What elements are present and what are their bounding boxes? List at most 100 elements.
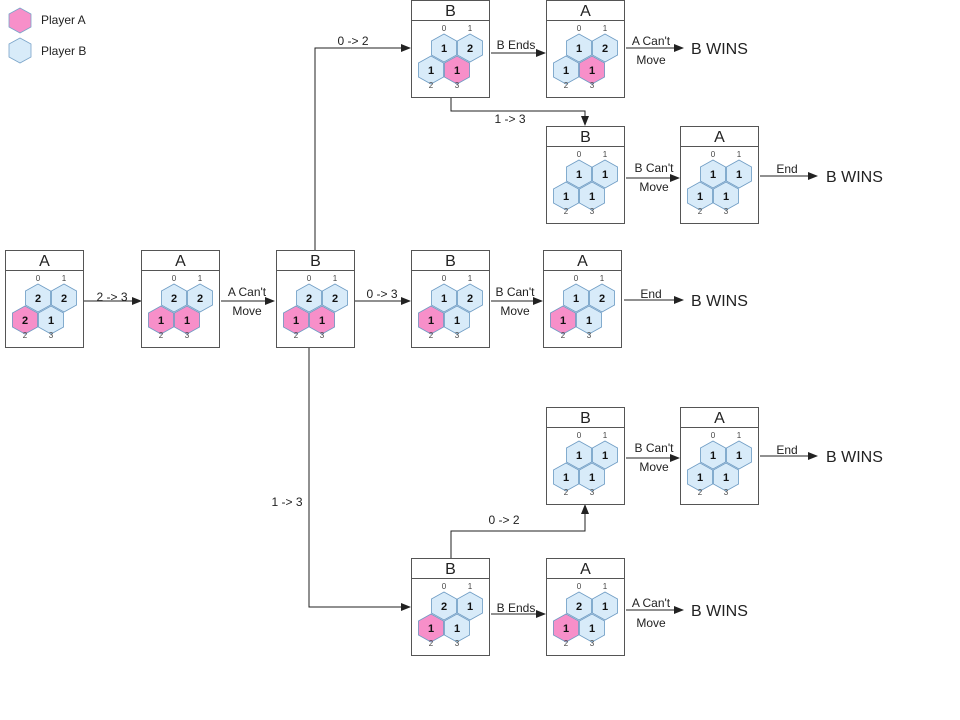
board-turn-title: B	[580, 129, 591, 146]
cell-index-label: 3	[590, 81, 595, 90]
board-turn-title: A	[39, 253, 50, 270]
hex-cell-value: 2	[22, 315, 28, 327]
hex-cell-value: 1	[589, 623, 595, 635]
cell-index-label: 1	[737, 150, 742, 159]
hex-cell-1-player-b	[456, 283, 484, 313]
edge-label-b-cant-upper-line2: Move	[639, 180, 669, 194]
result-b-wins-3: B WINS	[691, 293, 748, 310]
hex-cell-3-player-b	[713, 181, 739, 211]
cell-index-label: 0	[577, 431, 582, 440]
hex-cell-1-player-b	[592, 591, 618, 621]
hex-cell-value: 1	[428, 315, 434, 327]
hex-cell-0-player-b	[566, 440, 592, 470]
hex-cell-2-player-b	[417, 55, 445, 85]
result-b-wins-2: B WINS	[826, 169, 883, 186]
hex-cell-2-player-a	[11, 305, 38, 335]
edge-label-a-cant-line2: Move	[232, 304, 262, 318]
cell-index-label: 1	[198, 274, 203, 283]
hex-cell-value: 1	[710, 450, 716, 462]
edge-label-b-ends-top: B Ends	[497, 38, 536, 52]
hex-cell-2-player-a	[282, 305, 310, 335]
result-b-wins-4: B WINS	[826, 449, 883, 466]
edge-b3-b4	[314, 44, 411, 250]
hex-cell-value: 2	[602, 43, 608, 55]
cell-index-label: 1	[600, 274, 605, 283]
player-b-swatch-hex	[8, 37, 32, 64]
edge-label-move-0-2: 0 -> 2	[337, 34, 368, 48]
hex-cell-value: 2	[197, 293, 203, 305]
hex-cell-value: 1	[441, 293, 447, 305]
cell-index-label: 1	[468, 582, 473, 591]
edge-label-end-middle: End	[640, 287, 661, 301]
hex-cell-value: 1	[454, 65, 460, 77]
hex-cell-value: 1	[428, 623, 434, 635]
hex-cell-3-player-a	[579, 55, 605, 85]
hex-cell-value: 2	[599, 293, 605, 305]
cell-index-label: 3	[590, 207, 595, 216]
cell-index-label: 2	[23, 331, 28, 340]
cell-index-label: 1	[62, 274, 67, 283]
hex-cell-0-player-b	[566, 591, 592, 621]
hex-cell-value: 1	[586, 315, 592, 327]
hex-cell-2-player-a	[550, 305, 576, 335]
edge-b3-b12	[308, 348, 411, 611]
edge-label-a-cant-top-line1: A Can't	[632, 34, 671, 48]
hex-cell-2-player-a	[417, 613, 445, 643]
result-b-wins-1: B WINS	[691, 41, 748, 58]
hex-cell-1-player-b	[592, 159, 618, 189]
hex-cell-0-player-b	[430, 283, 458, 313]
hex-cell-value: 1	[576, 43, 582, 55]
hex-cell-value: 1	[293, 315, 299, 327]
cell-index-label: 3	[185, 331, 190, 340]
hex-cell-value: 2	[576, 601, 582, 613]
edge-label-a-cant-bottom-line1: A Can't	[632, 596, 671, 610]
hex-cell-value: 2	[441, 601, 447, 613]
hex-cell-value: 1	[454, 623, 460, 635]
cell-index-label: 1	[333, 274, 338, 283]
hex-cell-2-player-b	[553, 55, 579, 85]
hex-cell-value: 1	[710, 169, 716, 181]
hex-cell-value: 1	[736, 450, 742, 462]
hex-cell-0-player-b	[160, 283, 188, 313]
hex-cell-2-player-a	[147, 305, 175, 335]
edge-label-a-cant-top-line2: Move	[636, 53, 666, 67]
hex-cell-1-player-b	[51, 283, 77, 313]
cell-index-label: 1	[603, 150, 608, 159]
hex-cell-1-player-b	[592, 440, 618, 470]
cell-index-label: 0	[442, 274, 447, 283]
hex-cell-value: 1	[184, 315, 190, 327]
hex-cell-value: 1	[441, 43, 447, 55]
cell-index-label: 3	[724, 207, 729, 216]
hex-cell-3-player-b	[38, 305, 64, 335]
hex-cell-value: 1	[697, 472, 703, 484]
edge-label-b-cant-upper-line1: B Can't	[635, 161, 675, 175]
hex-cell-2-player-a	[417, 305, 445, 335]
edge-label-end-lower: End	[776, 443, 797, 457]
hex-cell-3-player-b	[579, 181, 605, 211]
hex-cell-value: 1	[697, 191, 703, 203]
hex-cell-1-player-b	[726, 159, 752, 189]
cell-index-label: 2	[698, 207, 703, 216]
hex-cell-1-player-b	[726, 440, 752, 470]
edge-label-b-ends-bottom: B Ends	[497, 601, 536, 615]
board-turn-title: B	[445, 253, 456, 270]
legend-item-player-b: Player B	[8, 37, 86, 64]
hex-cell-value: 1	[563, 191, 569, 203]
cell-index-label: 1	[603, 24, 608, 33]
hex-cell-value: 1	[736, 169, 742, 181]
hex-cell-value: 1	[589, 472, 595, 484]
board-turn-title: B	[580, 410, 591, 427]
cell-index-label: 1	[468, 24, 473, 33]
edge-label-move-0-2-lower: 0 -> 2	[488, 513, 519, 527]
cell-index-label: 3	[455, 639, 460, 648]
edge-label-move-0-3: 0 -> 3	[366, 287, 397, 301]
board-turn-title: A	[714, 129, 725, 146]
board-turn-title: B	[310, 253, 321, 270]
result-b-wins-5: B WINS	[691, 603, 748, 620]
